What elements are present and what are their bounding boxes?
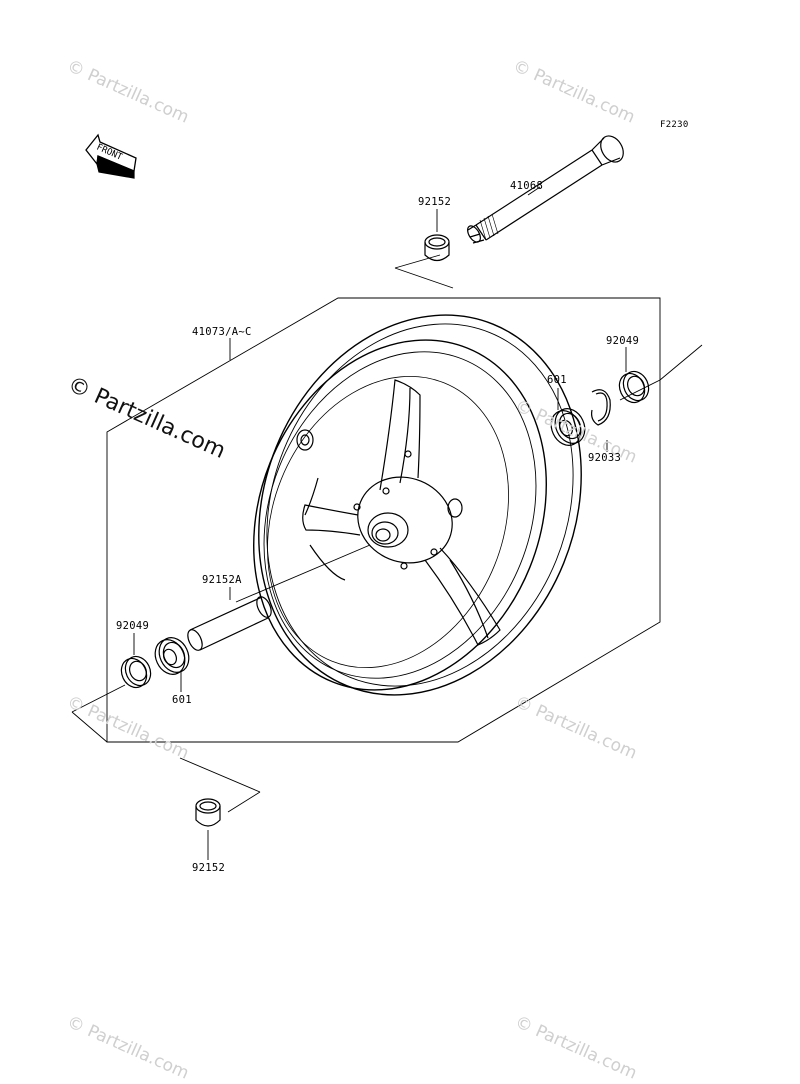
part-label-92152-bottom: 92152 — [192, 862, 226, 874]
collar-top-92152 — [424, 234, 450, 262]
part-label-92152A: 92152A — [202, 574, 242, 586]
part-label-601-left: 601 — [172, 694, 192, 706]
part-label-92049-left: 92049 — [116, 620, 150, 632]
part-label-92033: 92033 — [588, 452, 622, 464]
part-label-41068: 41068 — [510, 180, 544, 192]
part-label-92152-top: 92152 — [418, 196, 452, 208]
part-label-92049-right: 92049 — [606, 335, 640, 347]
circlip-92033 — [591, 389, 611, 426]
bearing-right-601 — [550, 408, 586, 446]
bearing-left-601 — [154, 637, 190, 675]
axle-41068 — [467, 135, 624, 244]
spacer-92152A — [187, 596, 272, 651]
seal-left-92049 — [120, 655, 152, 689]
part-label-601-right: 601 — [547, 374, 567, 386]
parts-diagram: FRONT — [71, 133, 703, 860]
figure-code: F2230 — [660, 120, 689, 130]
seal-right-92049 — [618, 370, 650, 404]
wheel-41073 — [253, 314, 582, 696]
collar-bottom-92152 — [195, 798, 221, 827]
front-arrow-icon: FRONT — [85, 133, 137, 179]
part-label-41073: 41073/A~C — [192, 326, 252, 338]
